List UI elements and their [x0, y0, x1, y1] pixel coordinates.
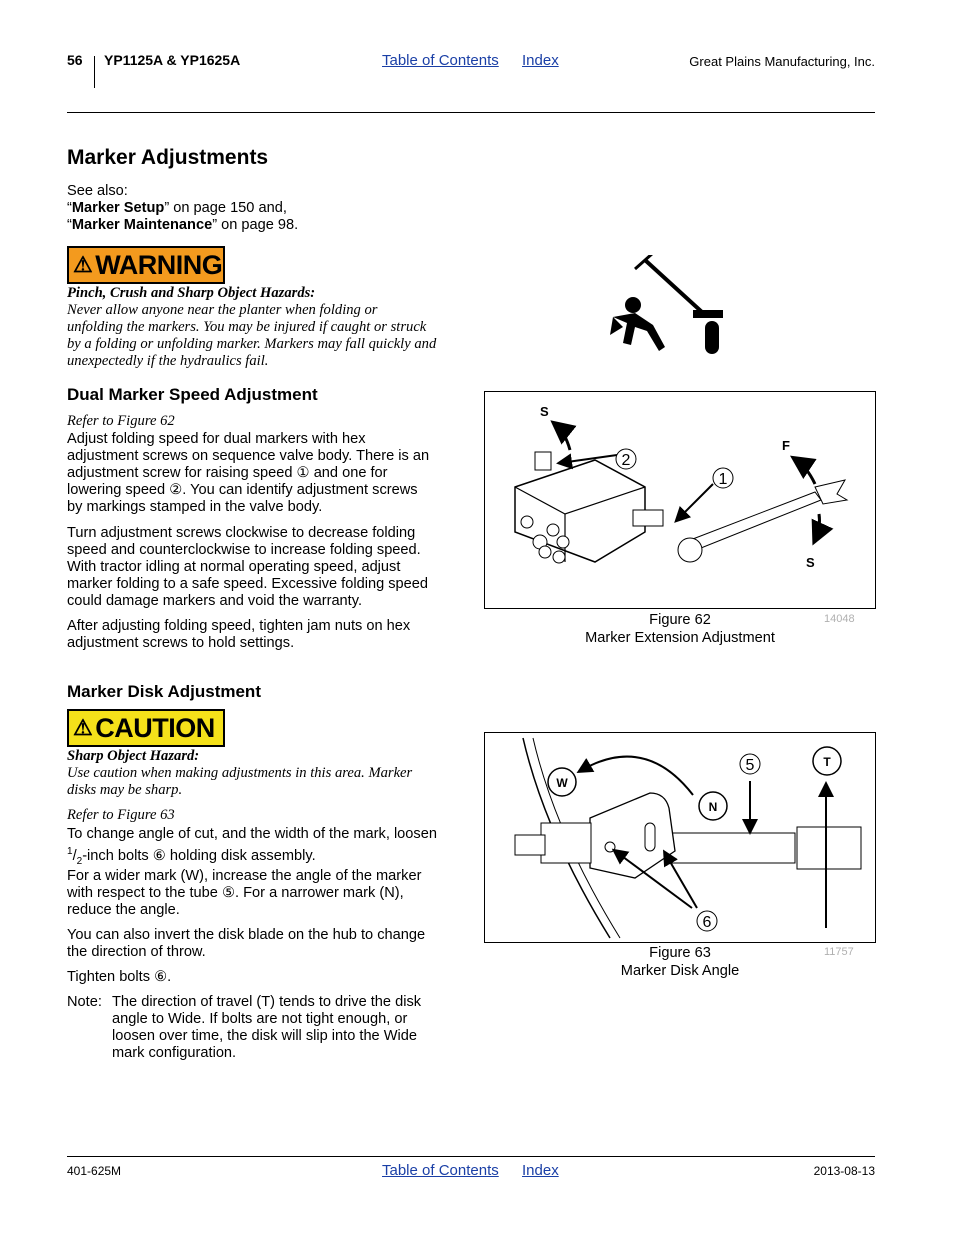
- text-line: With tractor idling at normal operating …: [67, 559, 401, 575]
- warning-badge: ⚠ WARNING: [67, 246, 225, 284]
- caution-text: Sharp Object Hazard: Use caution when ma…: [67, 748, 467, 799]
- dual-marker-p1: Adjust folding speed for dual markers wi…: [67, 431, 467, 516]
- figure-62-number: Figure 62: [649, 612, 711, 628]
- label-t: T: [823, 755, 831, 769]
- index-link[interactable]: Index: [522, 52, 559, 69]
- text-line: To change angle of cut, and the width of…: [67, 826, 437, 842]
- text-line: by markings stamped in the valve body.: [67, 499, 323, 515]
- fraction-numerator: 1: [67, 846, 73, 857]
- marker-disk-p4: Tighten bolts ⑥.: [67, 969, 172, 985]
- dual-marker-p2: Turn adjustment screws clockwise to decr…: [67, 525, 467, 610]
- text-line: The direction of travel (T) tends to dri…: [112, 994, 422, 1010]
- text-line: adjustment screw for raising speed ① and…: [67, 465, 388, 481]
- text-line: Adjust folding speed for dual markers wi…: [67, 431, 366, 447]
- warning-triangle-icon: ⚠: [73, 252, 93, 277]
- text-line: marker folding to a safe speed. Excessiv…: [67, 576, 428, 592]
- company-name: Great Plains Manufacturing, Inc.: [689, 54, 875, 69]
- header-rule: [67, 112, 875, 113]
- figure-62-id: 14048: [824, 613, 855, 625]
- caution-label: CAUTION: [95, 712, 215, 743]
- text-line: with respect to the tube ⑤. For a narrow…: [67, 885, 404, 901]
- header-divider: [94, 56, 95, 88]
- model-title: YP1125A & YP1625A: [104, 52, 241, 68]
- text-line: loosen over time, the disk will slip int…: [112, 1028, 417, 1044]
- callout-2: 2: [622, 452, 631, 469]
- text-line: For a wider mark (W), increase the angle…: [67, 868, 422, 884]
- label-s-bottom: S: [806, 555, 815, 570]
- warning-line: unfolding the markers. You may be injure…: [67, 319, 427, 335]
- marker-disk-refer[interactable]: Refer to Figure 63: [67, 807, 175, 823]
- callout-1: 1: [719, 471, 728, 488]
- text-line: 1/2-inch bolts ⑥ holding disk assembly.: [67, 846, 316, 867]
- marker-disk-heading: Marker Disk Adjustment: [67, 682, 261, 701]
- caution-badge: ⚠ CAUTION: [67, 709, 225, 747]
- figure-63-number: Figure 63: [649, 945, 711, 961]
- doc-number: 401-625M: [67, 1164, 122, 1178]
- see-also-intro: See also:: [67, 183, 128, 199]
- callout-5: 5: [746, 757, 755, 774]
- text-line: could damage markers and void the warran…: [67, 593, 362, 609]
- marker-disk-p3: You can also invert the disk blade on th…: [67, 927, 467, 961]
- marker-disk-p2: For a wider mark (W), increase the angle…: [67, 868, 467, 919]
- warning-text: Pinch, Crush and Sharp Object Hazards: N…: [67, 285, 467, 370]
- text-line: angle to Wide. If bolts are not tight en…: [112, 1011, 408, 1027]
- note-label: Note:: [67, 994, 102, 1010]
- warning-line: Never allow anyone near the planter when…: [67, 302, 378, 318]
- text-line: speed and counterclockwise to increase f…: [67, 542, 421, 558]
- figure-62: 2 1 S F S: [484, 391, 876, 609]
- label-f: F: [782, 438, 790, 453]
- marker-hazard-pictogram-icon: [610, 255, 723, 354]
- label-s-top: S: [540, 404, 549, 419]
- figure-63-id: 11757: [824, 946, 854, 958]
- figure-63: W N T 5 6: [484, 732, 876, 943]
- marker-disk-p1: To change angle of cut, and the width of…: [67, 826, 467, 870]
- marker-maintenance-ref[interactable]: Marker Maintenance: [71, 217, 213, 233]
- warning-hazard-title: Pinch, Crush and Sharp Object Hazards:: [67, 285, 316, 301]
- footer-date: 2013-08-13: [813, 1164, 875, 1178]
- text-line: lowering speed ②. You can identify adjus…: [67, 482, 418, 498]
- footer-index-link[interactable]: Index: [522, 1162, 559, 1179]
- caution-line: disks may be sharp.: [67, 782, 183, 798]
- figure-63-title: Marker Disk Angle: [620, 963, 740, 979]
- text-line: the direction of throw.: [67, 944, 206, 960]
- see-also-line1: ” on page 150 and,: [164, 200, 287, 216]
- marker-setup-ref[interactable]: Marker Setup: [71, 200, 165, 216]
- warning-label: WARNING: [95, 249, 223, 280]
- see-also-line2: ” on page 98.: [212, 217, 299, 233]
- warning-line: unexpectedly if the hydraulics fail.: [67, 353, 269, 369]
- caution-line: Use caution when making adjustments in t…: [67, 765, 413, 781]
- figure-62-caption: Figure 62 Marker Extension Adjustment: [540, 611, 820, 647]
- warning-line: by a folding or unfolding marker. Marker…: [67, 336, 437, 352]
- text-line: Turn adjustment screws clockwise to decr…: [67, 525, 416, 541]
- see-also: See also: “Marker Setup” on page 150 and…: [67, 183, 299, 233]
- figure-63-caption: Figure 63 Marker Disk Angle: [540, 944, 820, 980]
- page-number: 56: [67, 52, 83, 68]
- label-w: W: [556, 776, 568, 790]
- page-title: Marker Adjustments: [67, 146, 269, 169]
- note-text: The direction of travel (T) tends to dri…: [112, 994, 467, 1062]
- footer-rule: [67, 1156, 875, 1157]
- figure-62-title: Marker Extension Adjustment: [585, 630, 775, 646]
- marker-disk-illustration: W N T 5 6: [514, 737, 862, 939]
- text-line: After adjusting folding speed, tighten j…: [67, 618, 411, 634]
- caution-triangle-icon: ⚠: [73, 715, 93, 740]
- valve-wrench-illustration: 2 1 S F S: [514, 404, 849, 570]
- fraction-denominator: 2: [76, 855, 83, 867]
- caution-hazard-title: Sharp Object Hazard:: [67, 748, 200, 764]
- dual-marker-heading: Dual Marker Speed Adjustment: [67, 385, 318, 404]
- dual-marker-p3: After adjusting folding speed, tighten j…: [67, 618, 467, 652]
- callout-6: 6: [703, 914, 712, 931]
- text-line-rest: -inch bolts ⑥ holding disk assembly.: [82, 847, 316, 864]
- text-line: You can also invert the disk blade on th…: [67, 927, 426, 943]
- text-line: adjustment screws to hold settings.: [67, 635, 295, 651]
- footer-toc-link[interactable]: Table of Contents: [382, 1162, 499, 1179]
- text-line: reduce the angle.: [67, 902, 180, 918]
- toc-link[interactable]: Table of Contents: [382, 52, 499, 69]
- label-n: N: [709, 800, 718, 814]
- text-line: mark configuration.: [112, 1045, 237, 1061]
- dual-marker-refer[interactable]: Refer to Figure 62: [67, 413, 175, 429]
- text-line: adjustment screws on sequence valve body…: [67, 448, 430, 464]
